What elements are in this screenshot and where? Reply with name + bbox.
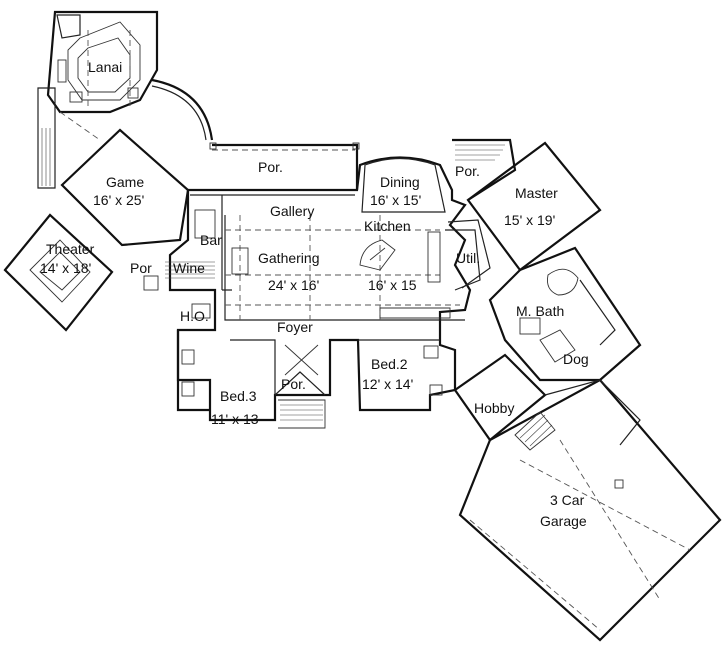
top-porch-label: Por. <box>258 159 283 175</box>
wine-label: Wine <box>173 260 205 276</box>
game-label: Game <box>106 174 144 190</box>
master-wing <box>452 138 642 382</box>
util-label: Util. <box>456 250 480 266</box>
right-porch-label: Por. <box>455 163 480 179</box>
ho-label: H.O. <box>180 308 209 324</box>
dog-label: Dog <box>563 351 589 367</box>
lanai-area <box>37 10 214 189</box>
front-porch-label: Por. <box>281 376 306 392</box>
theater-label: Theater <box>46 241 95 257</box>
kitchen-size: 16' x 15 <box>368 277 417 293</box>
foyer-label: Foyer <box>277 319 313 335</box>
bed2-size: 12' x 14' <box>362 376 413 392</box>
gathering-label: Gathering <box>258 250 319 266</box>
master-label: Master <box>515 185 558 201</box>
garage-label-line1: 3 Car <box>550 492 585 508</box>
foyer-bed2 <box>284 339 443 396</box>
kitchen-area <box>359 229 481 319</box>
bed3-size: 11' x 13 <box>211 411 259 427</box>
bed3-wing <box>176 303 326 429</box>
mbath-label: M. Bath <box>516 303 564 319</box>
top-porch <box>209 142 360 190</box>
bed2-label: Bed.2 <box>371 356 408 372</box>
bar-label: Bar <box>200 232 222 248</box>
hobby-label: Hobby <box>474 400 514 416</box>
game-room <box>60 128 190 247</box>
garage-label-line2: Garage <box>540 513 587 529</box>
theater-size: 14' x 18' <box>40 260 91 276</box>
dining-room <box>361 157 446 213</box>
master-size: 15' x 19' <box>504 212 555 228</box>
bed3-label: Bed.3 <box>220 388 257 404</box>
gathering-size: 24' x 16' <box>268 277 319 293</box>
lanai-label: Lanai <box>88 59 122 75</box>
theater-room <box>3 213 114 332</box>
gallery-label: Gallery <box>270 203 314 219</box>
theater-porch-label: Por <box>130 260 152 276</box>
utility-room <box>447 219 491 289</box>
room-labels: Lanai Por. Por. Game 16' x 25' Theater 1… <box>40 59 589 529</box>
game-size: 16' x 25' <box>93 192 144 208</box>
dining-label: Dining <box>380 174 420 190</box>
main-house <box>143 156 472 422</box>
dining-size: 16' x 15' <box>370 192 421 208</box>
garage-wing <box>453 353 722 642</box>
kitchen-label: Kitchen <box>364 218 411 234</box>
